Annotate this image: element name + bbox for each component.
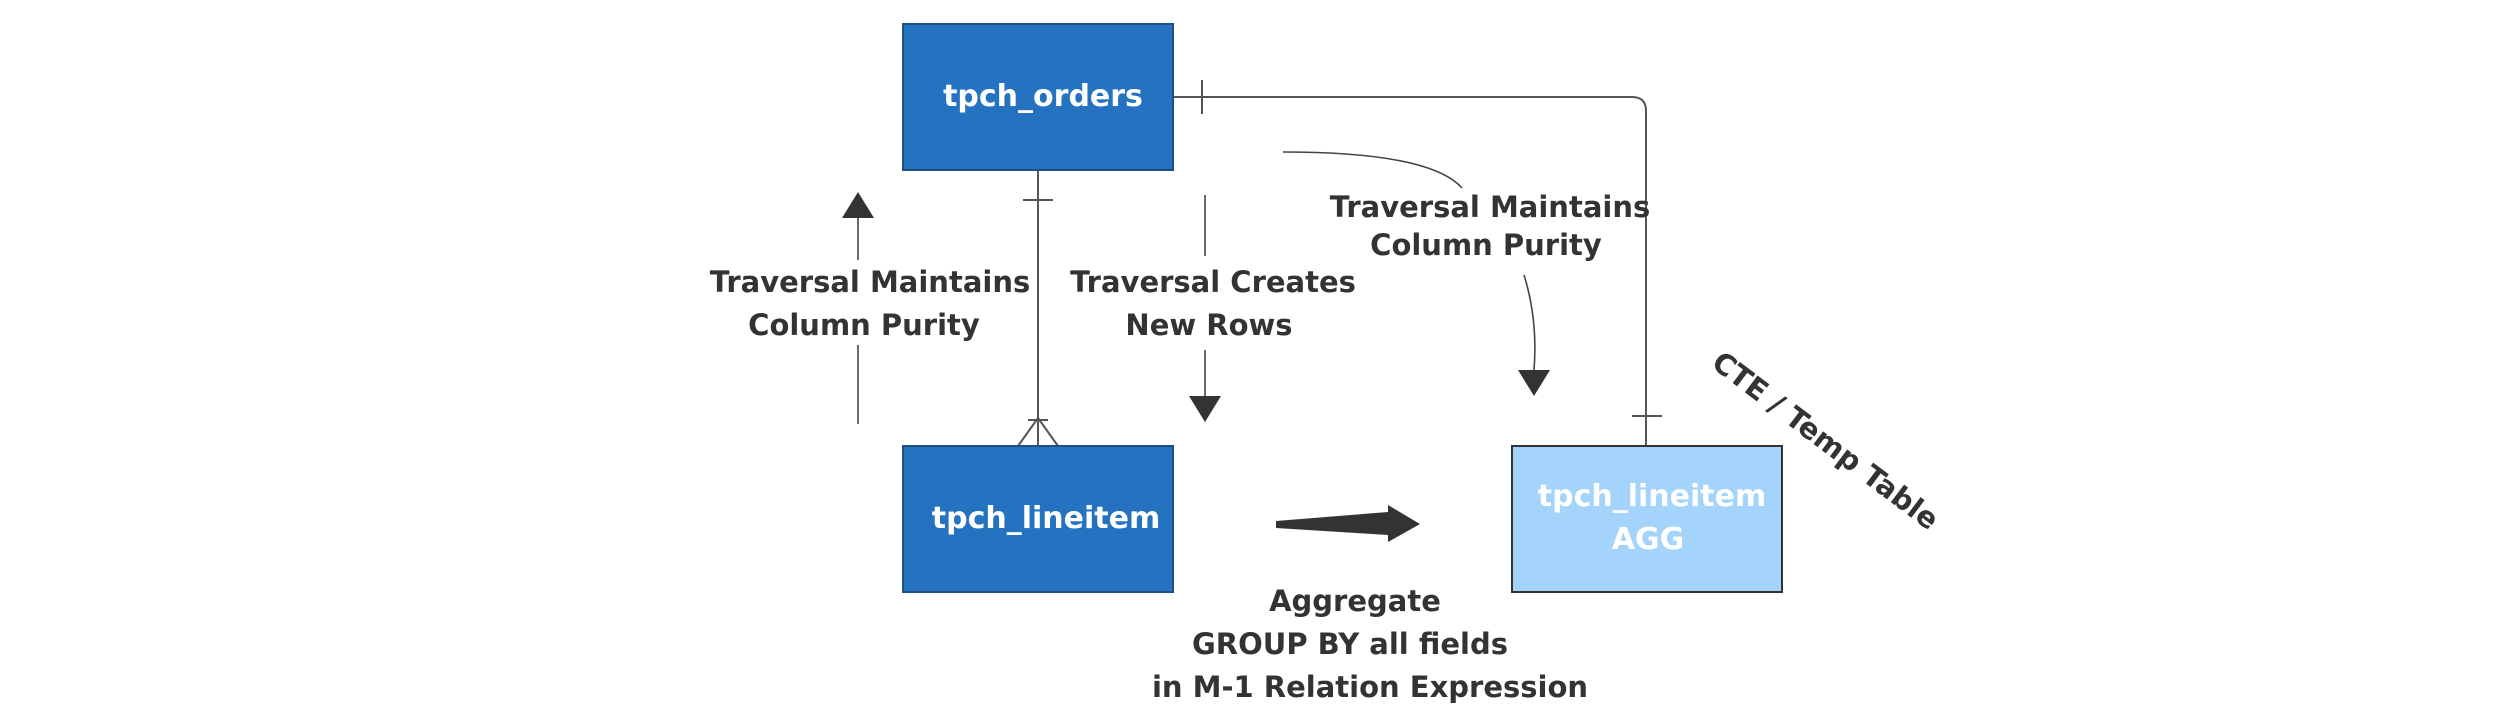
entity-tpch-lineitem[interactable]: tpch_lineitem	[902, 445, 1174, 593]
center-note-line2: New Rows	[1125, 308, 1292, 342]
center-note-line1: Traversal Creates	[1070, 265, 1356, 299]
orders-agg-relationship	[1173, 80, 1662, 446]
annotation-center-creates: Traversal Creates New Rows	[1070, 195, 1356, 422]
left-note-line1: Traversal Maintains	[710, 265, 1031, 299]
aggregate-note-line1: Aggregate	[1269, 584, 1441, 618]
curve-arrow-top	[1282, 151, 1463, 189]
annotation-aggregate: Aggregate GROUP BY all fields in M-1 Rel…	[1152, 505, 1588, 704]
orders-agg-connector	[1173, 96, 1647, 446]
right-note-line2: Column Purity	[1370, 228, 1602, 262]
down-arrowhead-icon	[1189, 396, 1221, 422]
right-note-line1: Traversal Maintains	[1330, 190, 1651, 224]
entity-tpch-lineitem-agg[interactable]: tpch_lineitem AGG	[1511, 445, 1783, 593]
aggregate-arrow-icon	[1276, 505, 1420, 542]
curve-arrow-bottom	[1523, 274, 1536, 371]
orders-label: tpch_orders	[943, 79, 1143, 114]
aggregate-note-line2: GROUP BY all fields	[1192, 627, 1508, 661]
orders-box	[902, 23, 1174, 171]
crowfoot-right	[1037, 417, 1059, 447]
agg-box	[1511, 445, 1783, 593]
lineitem-box	[902, 445, 1174, 593]
lineitem-label: tpch_lineitem	[932, 501, 1160, 536]
crowfoot-left	[1017, 417, 1039, 447]
aggregate-note-line3: in M-1 Relation Expression	[1152, 670, 1588, 704]
annotation-left-maintains: Traversal Maintains Column Purity	[710, 192, 1031, 424]
up-arrowhead-icon	[842, 192, 874, 218]
curve-arrowhead-icon	[1518, 370, 1550, 396]
left-note-line2: Column Purity	[748, 308, 980, 342]
entity-tpch-orders[interactable]: tpch_orders	[902, 23, 1174, 171]
orders-lineitem-relationship	[1017, 171, 1059, 447]
agg-label-line1: tpch_lineitem	[1538, 479, 1766, 514]
annotation-right-maintains: Traversal Maintains Column Purity	[1282, 151, 1651, 396]
agg-label-line2: AGG	[1612, 522, 1684, 557]
